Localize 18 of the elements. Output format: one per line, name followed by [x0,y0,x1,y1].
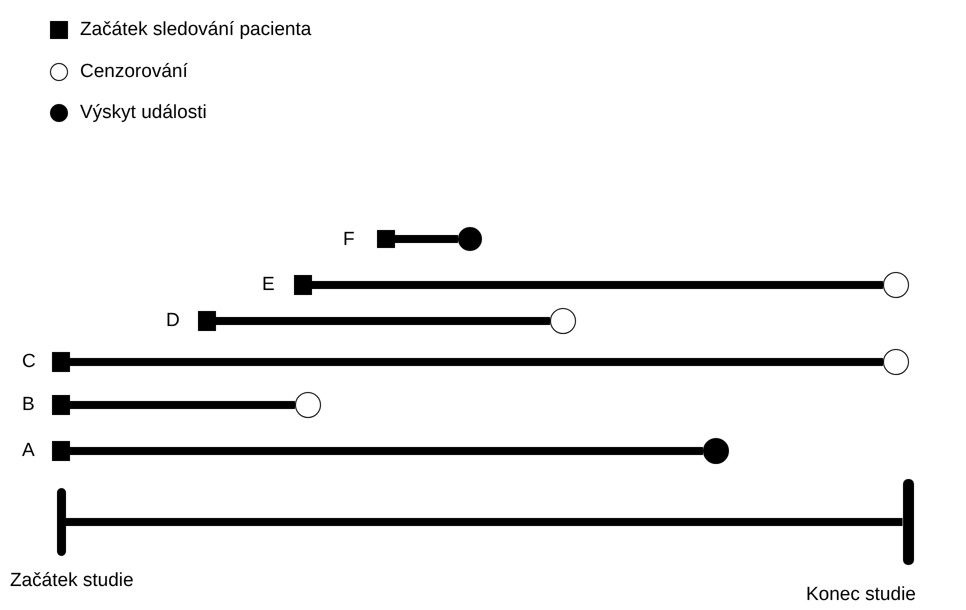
patient-letter: B [22,394,35,416]
legend-text: Začátek sledování pacienta [80,19,312,41]
patient-letter: F [343,229,355,251]
axis-label: Konec studie [806,584,916,606]
timeline-line [395,235,458,243]
timeline-line [70,447,703,455]
axis-label: Začátek studie [10,570,134,592]
timeline-line [216,317,550,325]
patient-letter: C [22,351,36,373]
timeline-line [70,358,883,366]
timeline-line [312,281,883,289]
timeline-line [66,518,902,526]
patient-letter: E [262,274,275,296]
legend-text: Cenzorování [80,61,188,83]
patient-letter: A [22,440,35,462]
timeline-line [70,401,295,409]
patient-letter: D [166,310,180,332]
legend-text: Výskyt události [80,102,207,124]
